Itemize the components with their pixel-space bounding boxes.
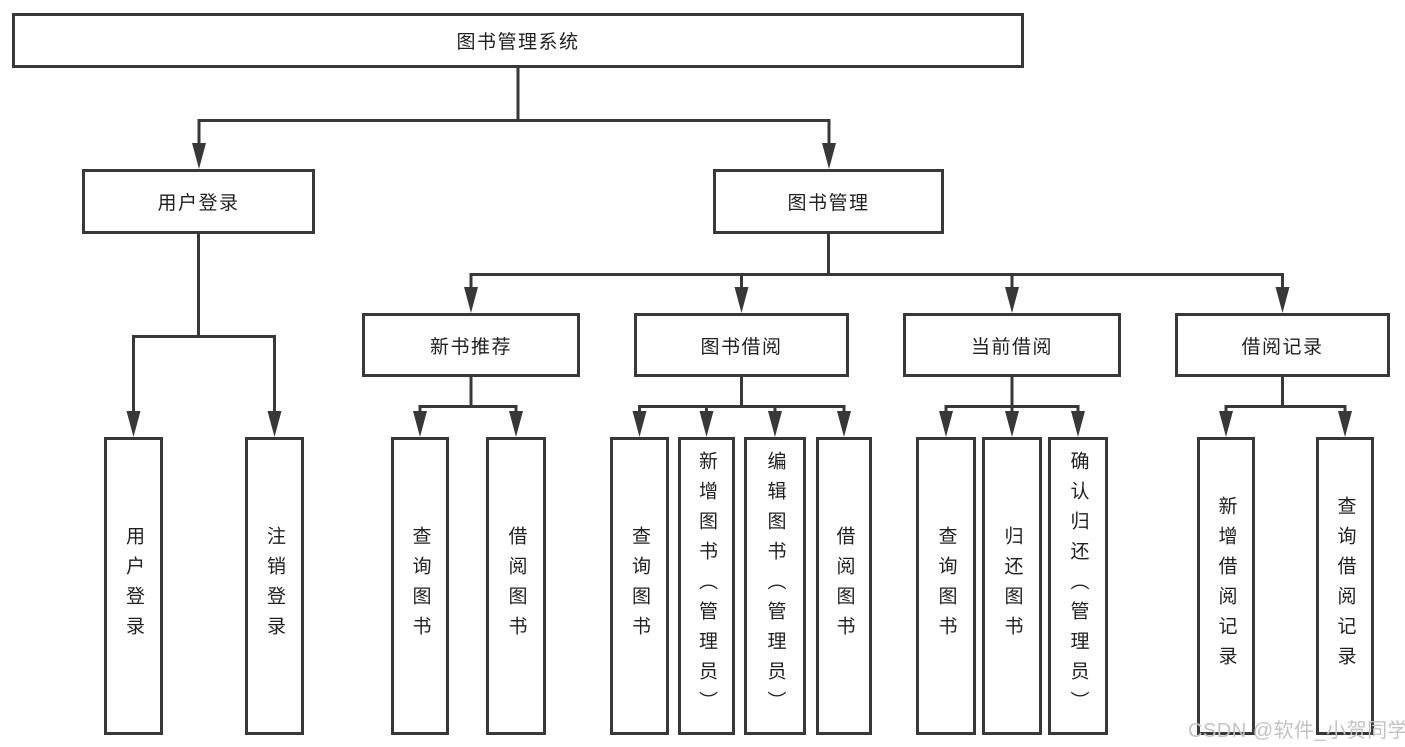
arrow-down-icon	[1005, 287, 1019, 313]
node-root: 图书管理系统	[12, 13, 1024, 68]
leaf-label: 用户登录	[123, 526, 144, 646]
leaf-label: 确认归还（管理员）	[1067, 451, 1089, 721]
leaf-label: 查询借阅记录	[1334, 496, 1356, 676]
leaf-confirm-return-admin: 确认归还（管理员）	[1048, 437, 1108, 735]
leaf-label: 注销登录	[264, 526, 285, 646]
arrow-down-icon	[267, 411, 282, 437]
node-current-borrow: 当前借阅	[903, 313, 1121, 377]
leaf-label: 查询图书	[935, 526, 957, 646]
node-label: 图书借阅	[700, 336, 783, 358]
leaf-return-book: 归还图书	[982, 437, 1042, 735]
node-label: 当前借阅	[970, 336, 1053, 358]
leaf-query-book-1: 查询图书	[391, 437, 449, 735]
connector-line	[132, 232, 276, 416]
arrow-down-icon	[699, 411, 714, 437]
connector-line	[418, 375, 518, 416]
arrow-down-icon	[734, 287, 749, 313]
arrow-down-icon	[413, 411, 427, 437]
connector-line	[638, 375, 846, 416]
arrow-down-icon	[464, 287, 478, 313]
arrow-down-icon	[126, 411, 141, 437]
connector-line	[197, 66, 831, 149]
leaf-borrow-book-1: 借阅图书	[486, 437, 546, 735]
leaf-add-borrow-record: 新增借阅记录	[1197, 437, 1255, 735]
arrow-down-icon	[1338, 411, 1352, 437]
leaf-label: 新增借阅记录	[1215, 496, 1237, 676]
arrow-down-icon	[509, 411, 523, 437]
leaf-user-login: 用户登录	[104, 437, 163, 735]
arrow-down-icon	[822, 143, 836, 169]
arrow-down-icon	[939, 411, 953, 437]
arrow-down-icon	[1275, 287, 1290, 313]
node-label: 用户登录	[157, 193, 240, 214]
node-label: 图书管理	[787, 193, 870, 214]
leaf-borrow-book-2: 借阅图书	[816, 437, 872, 735]
arrow-down-icon	[1071, 411, 1085, 437]
connector-line	[1224, 375, 1347, 416]
leaf-label: 归还图书	[1001, 526, 1023, 646]
leaf-query-book-2: 查询图书	[610, 437, 669, 735]
arrow-down-icon	[192, 143, 206, 169]
connector-line	[944, 375, 1080, 416]
watermark: CSDN @软件_小贺同学	[1188, 720, 1405, 742]
node-book-management: 图书管理	[713, 169, 944, 234]
leaf-logout: 注销登录	[245, 437, 304, 735]
leaf-label: 借阅图书	[833, 526, 855, 646]
node-label: 图书管理系统	[456, 32, 580, 53]
node-user-login: 用户登录	[82, 169, 315, 234]
leaf-label: 查询图书	[409, 526, 431, 646]
node-borrow-records: 借阅记录	[1175, 313, 1390, 377]
leaf-query-book-3: 查询图书	[916, 437, 976, 735]
node-new-book-recommend: 新书推荐	[362, 313, 580, 377]
arrow-down-icon	[1005, 411, 1019, 437]
leaf-label: 借阅图书	[505, 526, 527, 646]
leaf-label: 编辑图书（管理员）	[764, 451, 786, 721]
arrow-down-icon	[837, 411, 851, 437]
node-label: 新书推荐	[429, 336, 512, 358]
arrow-down-icon	[632, 411, 647, 437]
leaf-add-book-admin: 新增图书（管理员）	[678, 437, 735, 735]
connector-line	[469, 232, 1284, 292]
leaf-label: 新增图书（管理员）	[696, 451, 717, 721]
node-label: 借阅记录	[1241, 336, 1324, 358]
arrow-down-icon	[768, 411, 782, 437]
leaf-query-borrow-record: 查询借阅记录	[1316, 437, 1374, 735]
arrow-down-icon	[1219, 411, 1233, 437]
leaf-label: 查询图书	[629, 526, 650, 646]
node-book-borrow: 图书借阅	[634, 313, 849, 377]
leaf-edit-book-admin: 编辑图书（管理员）	[744, 437, 806, 735]
